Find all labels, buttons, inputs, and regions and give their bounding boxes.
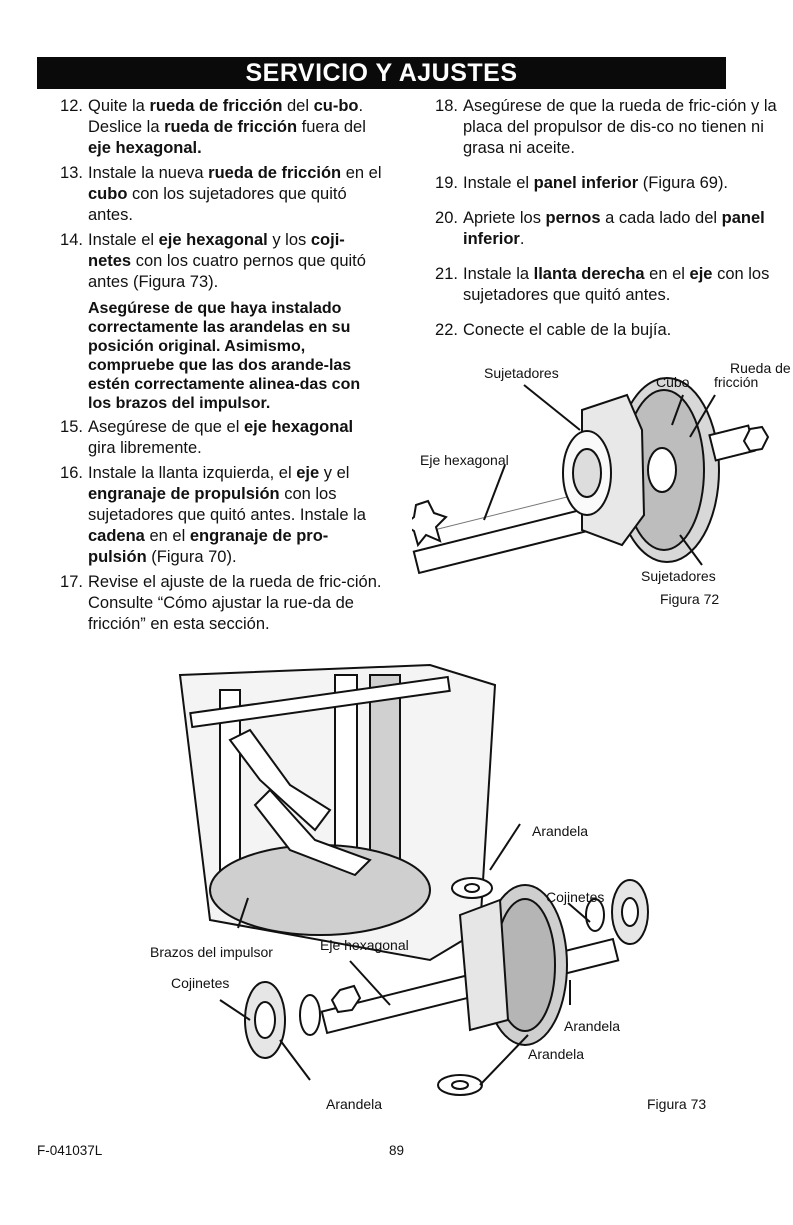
label-eje-hexagonal: Eje hexagonal bbox=[420, 452, 509, 468]
step-term: panel inferior bbox=[533, 174, 639, 192]
step-number: 17 bbox=[37, 572, 83, 593]
step-text: y el bbox=[319, 464, 350, 482]
step-text: . Deslice la bbox=[88, 97, 364, 136]
label-arandela-bottom-right: Arandela bbox=[528, 1046, 585, 1062]
step-number: 21 bbox=[412, 264, 458, 285]
step-term: eje hexagonal. bbox=[88, 139, 202, 157]
label-friccion: fricción bbox=[714, 374, 759, 390]
figure-73: Arandela Cojinetes Brazos del impulsor E… bbox=[130, 660, 730, 1120]
step-17: 17Revise el ajuste de la rueda de fric-c… bbox=[37, 572, 382, 635]
step-20: 20 Apriete los pernos a cada lado del pan… bbox=[412, 208, 787, 250]
step-term: eje hexagonal bbox=[243, 418, 354, 436]
steps-18-22: 18Asegúrese de que la rueda de fric-ción… bbox=[412, 96, 787, 341]
step-text: Instale la bbox=[463, 265, 534, 283]
step-text: gira libremente. bbox=[88, 439, 202, 457]
step-text: Quite la bbox=[88, 97, 150, 115]
step-term: cu-bo bbox=[313, 97, 359, 115]
step-21: 21 Instale la llanta derecha en el eje co… bbox=[412, 264, 787, 306]
step-term: coji-netes bbox=[88, 231, 345, 270]
section-title: SERVICIO Y AJUSTES bbox=[37, 57, 726, 89]
step-text: Instale la llanta izquierda, el bbox=[88, 464, 297, 482]
label-sujetadores-top: Sujetadores bbox=[484, 365, 559, 381]
instructions-left-column: 12 Quite la rueda de fricción del cu-bo. … bbox=[37, 96, 382, 639]
step-term: engranaje de pro-pulsión bbox=[88, 527, 329, 566]
label-arandela-top: Arandela bbox=[532, 823, 589, 839]
step-text: con los cuatro pernos que quitó antes (F… bbox=[88, 252, 366, 291]
step-text: Conecte el cable de la bujía. bbox=[463, 321, 672, 339]
step-term: rueda de fricción bbox=[149, 97, 283, 115]
step-19: 19 Instale el panel inferior (Figura 69). bbox=[412, 173, 787, 194]
step-text: Instale el bbox=[88, 231, 159, 249]
label-arandela-right: Arandela bbox=[564, 1018, 621, 1034]
step-text: (Figura 69). bbox=[638, 174, 729, 192]
step-text: Instale el bbox=[463, 174, 534, 192]
step-number: 18 bbox=[412, 96, 458, 117]
friction-wheel-hub-illustration bbox=[402, 377, 770, 575]
step-term: eje bbox=[296, 464, 320, 482]
label-brazos-del-impulsor: Brazos del impulsor bbox=[150, 944, 273, 960]
step-22: 22 Conecte el cable de la bujía. bbox=[412, 320, 787, 341]
step-text: Instale la nueva bbox=[88, 164, 209, 182]
step-12: 12 Quite la rueda de fricción del cu-bo. … bbox=[37, 96, 382, 159]
label-rueda-de: Rueda de bbox=[730, 360, 791, 376]
step-text: con los sujetadores que quitó antes. Ins… bbox=[88, 485, 366, 524]
step-number: 14 bbox=[37, 230, 83, 251]
step-15: 15 Asegúrese de que el eje hexagonal gira… bbox=[37, 417, 382, 459]
step-term: cadena bbox=[88, 527, 145, 545]
figure-72-caption: Figura 72 bbox=[660, 591, 720, 607]
step-14: 14 Instale el eje hexagonal y los coji-ne… bbox=[37, 230, 382, 293]
step-text: del bbox=[282, 97, 314, 115]
step-number: 15 bbox=[37, 417, 83, 438]
step-text: con los sujetadores que quitó antes. bbox=[463, 265, 770, 304]
figure-73-caption: Figura 73 bbox=[647, 1096, 707, 1112]
step-text: en el bbox=[341, 164, 382, 182]
label-sujetadores-bottom: Sujetadores bbox=[641, 568, 716, 584]
step-term: panel inferior bbox=[463, 209, 765, 248]
step-text: Apriete los bbox=[463, 209, 546, 227]
step-term: cubo bbox=[88, 185, 128, 203]
step-18: 18Asegúrese de que la rueda de fric-ción… bbox=[412, 96, 787, 159]
impeller-shaft-assembly-illustration bbox=[178, 663, 649, 1096]
label-eje-hexagonal: Eje hexagonal bbox=[320, 937, 409, 953]
step-term: eje hexagonal bbox=[158, 231, 268, 249]
steps-15-17: 15 Asegúrese de que el eje hexagonal gira… bbox=[37, 417, 382, 635]
label-cubo: Cubo bbox=[656, 374, 690, 390]
step-number: 13 bbox=[37, 163, 83, 184]
step-number: 20 bbox=[412, 208, 458, 229]
step-term: rueda de fricción bbox=[164, 118, 298, 136]
label-arandela-bottom: Arandela bbox=[326, 1096, 383, 1112]
washer-warning-note: Asegúrese de que haya instalado correcta… bbox=[88, 300, 361, 412]
step-term: eje bbox=[689, 265, 713, 283]
step-text: . bbox=[519, 230, 525, 248]
step-term: engranaje de propulsión bbox=[88, 485, 280, 503]
step-number: 19 bbox=[412, 173, 458, 194]
step-text: (Figura 70). bbox=[146, 548, 237, 566]
label-cojinetes-left: Cojinetes bbox=[171, 975, 230, 991]
steps-12-14: 12 Quite la rueda de fricción del cu-bo. … bbox=[37, 96, 382, 293]
label-cojinetes-right: Cojinetes bbox=[546, 889, 605, 905]
step-text: y los bbox=[267, 231, 311, 249]
document-code: F-041037L bbox=[37, 1143, 103, 1158]
step-text: en el bbox=[144, 527, 190, 545]
step-text: a cada lado del bbox=[600, 209, 722, 227]
instructions-right-column: 18Asegúrese de que la rueda de fric-ción… bbox=[412, 96, 787, 355]
step-text: en el bbox=[644, 265, 690, 283]
step-text: fuera del bbox=[297, 118, 366, 136]
step-text: Asegúrese de que la rueda de fric-ción y… bbox=[463, 97, 777, 157]
step-13: 13 Instale la nueva rueda de fricción en … bbox=[37, 163, 382, 226]
page-number: 89 bbox=[389, 1143, 405, 1158]
step-number: 12 bbox=[37, 96, 83, 117]
step-text: Revise el ajuste de la rueda de fric-ció… bbox=[88, 573, 382, 633]
step-term: rueda de fricción bbox=[208, 164, 342, 182]
step-text: Asegúrese de que el bbox=[88, 418, 244, 436]
step-text: con los sujetadores que quitó antes. bbox=[88, 185, 347, 224]
figure-72: Sujetadores Cubo Rueda de fricción Eje h… bbox=[402, 355, 791, 645]
step-number: 22 bbox=[412, 320, 458, 341]
step-number: 16 bbox=[37, 463, 83, 484]
step-term: llanta derecha bbox=[533, 265, 645, 283]
step-term: pernos bbox=[545, 209, 601, 227]
step-16: 16 Instale la llanta izquierda, el eje y … bbox=[37, 463, 382, 568]
